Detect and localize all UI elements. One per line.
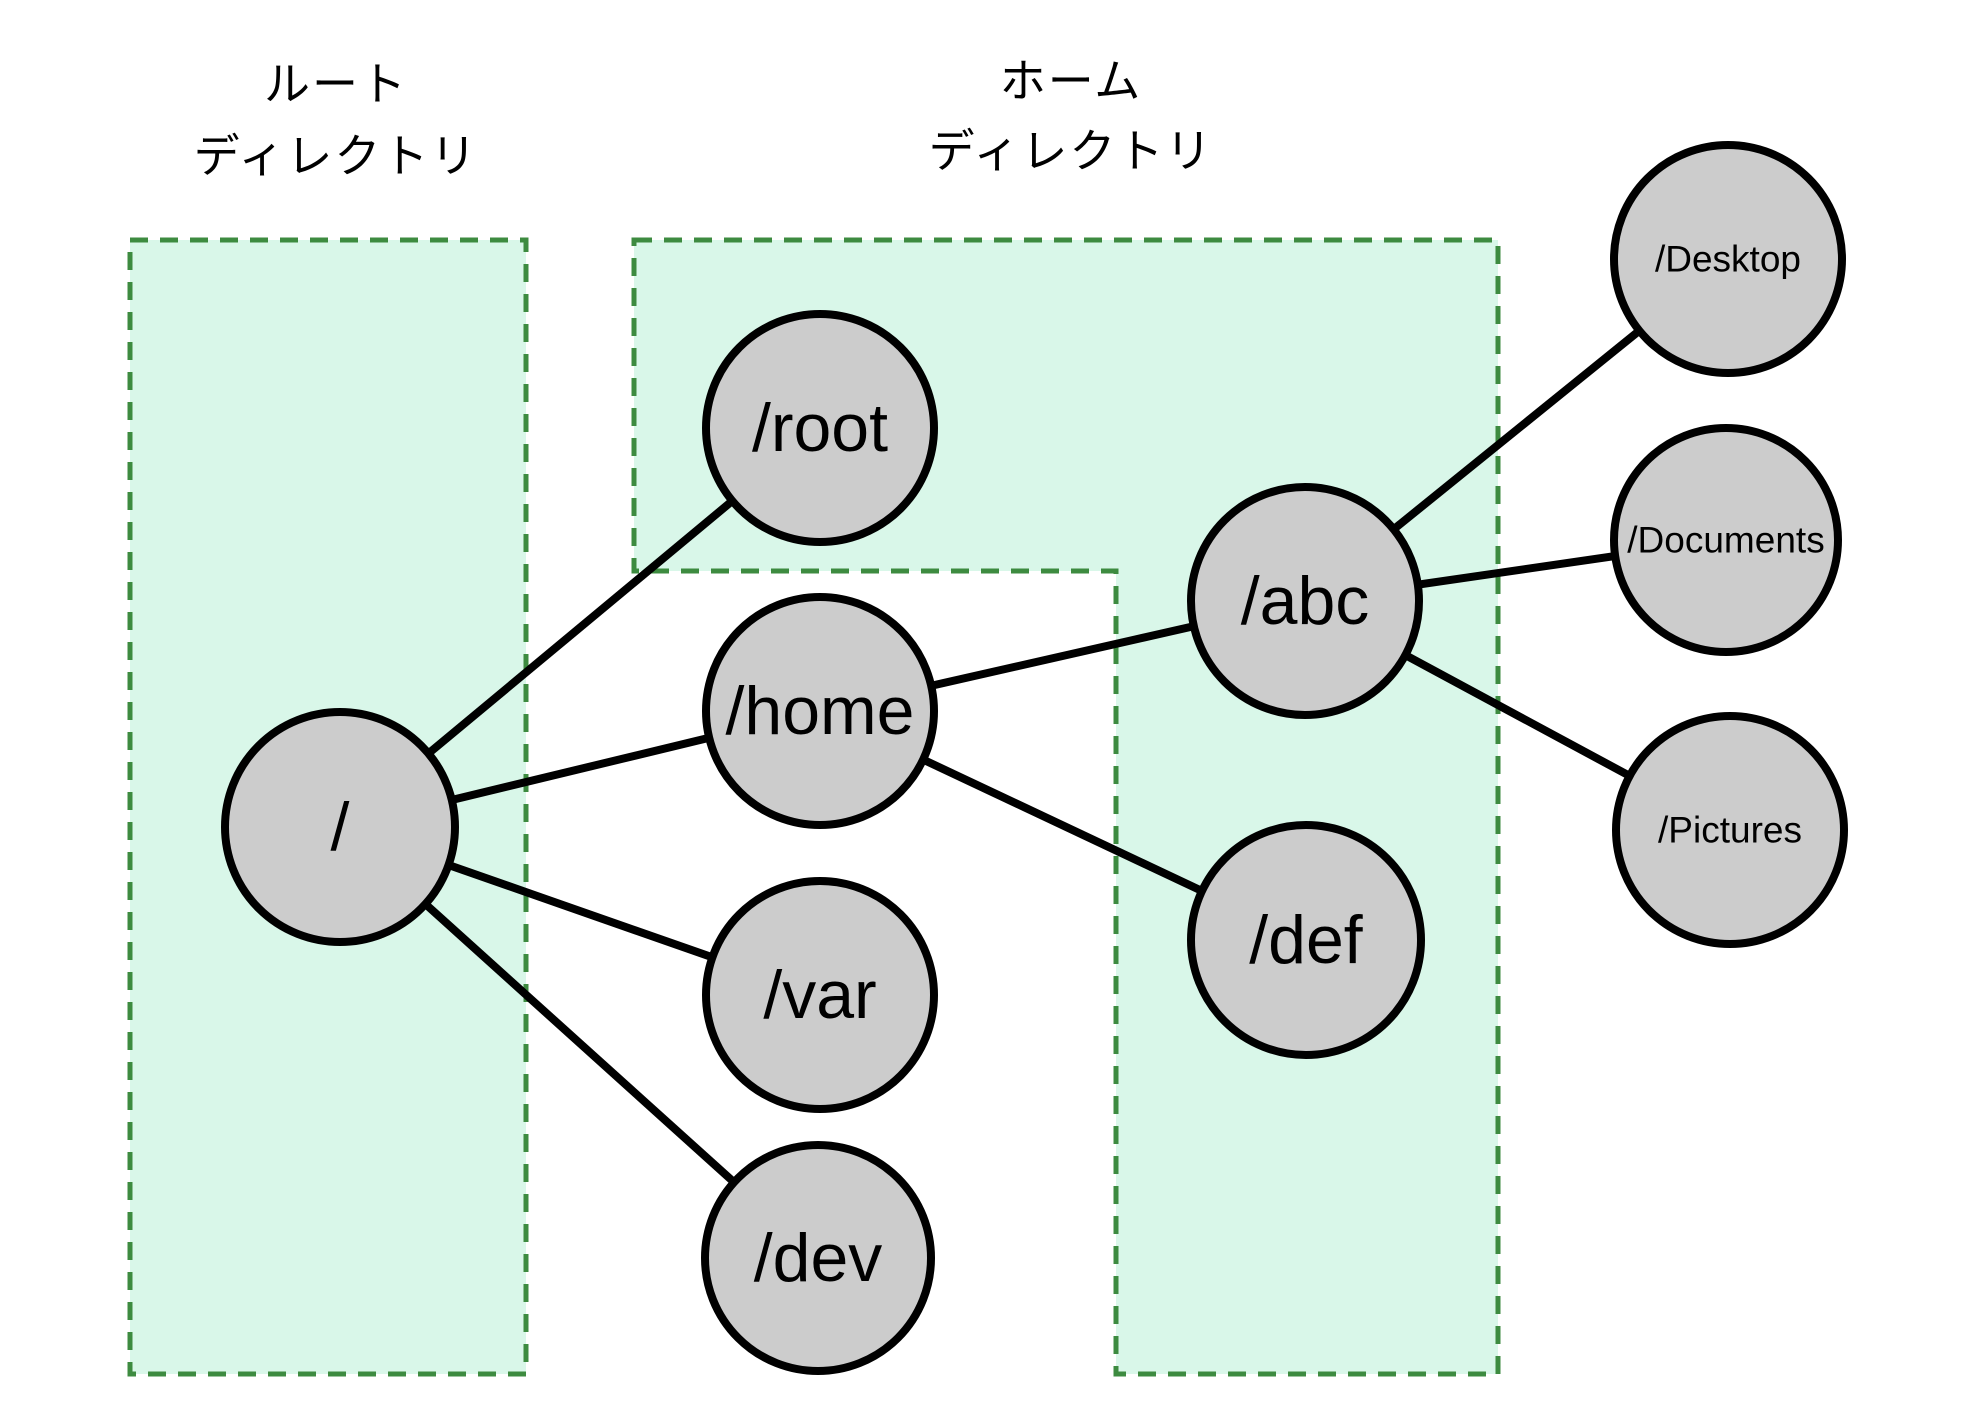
- node-pictures-label: /Pictures: [1658, 810, 1802, 851]
- node-abc-label: /abc: [1241, 563, 1370, 639]
- node-var: [702, 877, 938, 1113]
- node-abc: [1187, 483, 1423, 719]
- node-root: [702, 310, 938, 546]
- node-home: [702, 593, 938, 829]
- node-desktop-label: /Desktop: [1655, 239, 1801, 280]
- node-var-label: /var: [763, 957, 876, 1033]
- node-desktop: [1610, 141, 1846, 377]
- node-pictures: [1612, 712, 1848, 948]
- root-directory-label-line2: ディレクトリ: [193, 130, 479, 182]
- node-dev-label: /dev: [754, 1220, 883, 1296]
- root-directory-label-line1: ルート: [264, 58, 408, 110]
- node-def: [1187, 821, 1425, 1059]
- node-fs-root-label: /: [331, 789, 350, 865]
- node-def-label: /def: [1249, 902, 1363, 978]
- home-directory-label-line1: ホーム: [999, 55, 1143, 107]
- node-documents-label: /Documents: [1627, 520, 1824, 561]
- root-directory-label: ルート ディレクトリ: [36, 48, 636, 192]
- node-home-label: /home: [726, 673, 915, 749]
- home-directory-label: ホーム ディレクトリ: [771, 46, 1371, 186]
- node-documents: [1610, 424, 1842, 656]
- node-root-label: /root: [752, 390, 888, 466]
- node-fs-root: [221, 708, 459, 946]
- home-directory-label-line2: ディレクトリ: [928, 125, 1214, 177]
- node-dev: [701, 1141, 935, 1375]
